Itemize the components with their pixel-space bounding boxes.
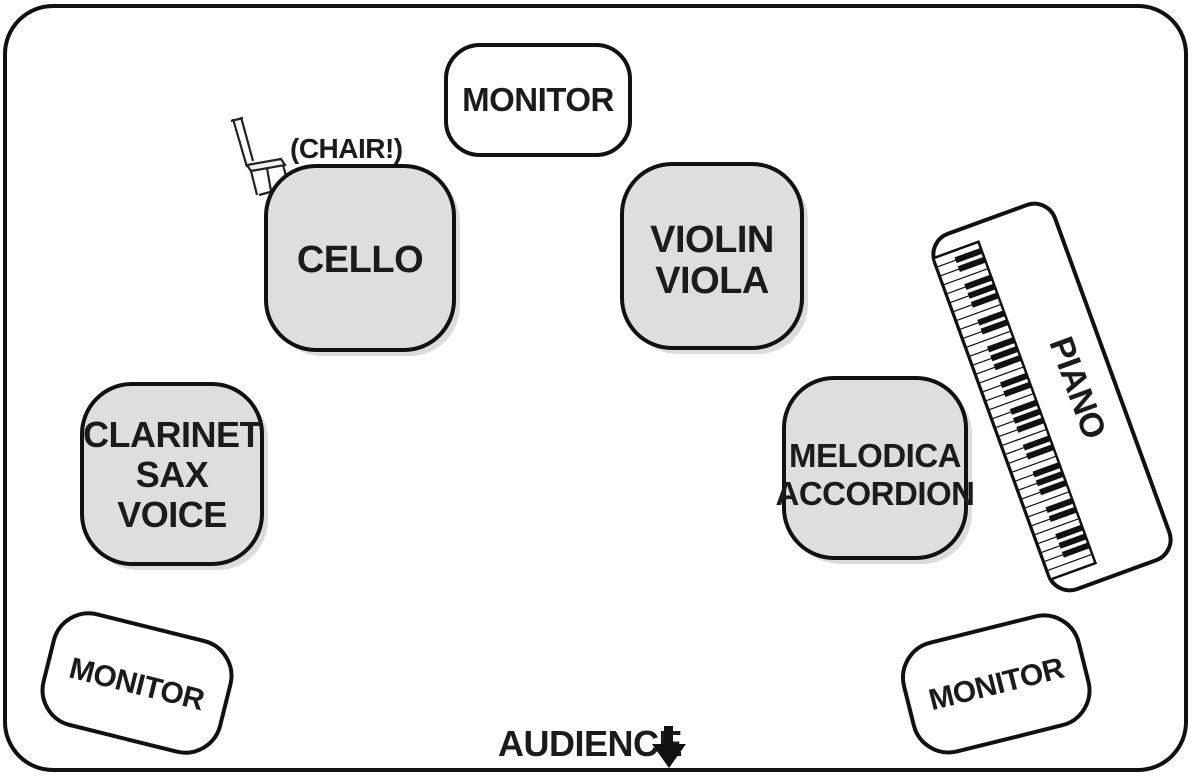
white-key-divider <box>955 303 1002 322</box>
down-arrow-icon <box>652 726 686 768</box>
piano-keyboard-icon <box>931 240 1098 582</box>
black-key <box>1016 417 1045 433</box>
black-key <box>1061 542 1090 558</box>
black-key <box>1039 479 1068 496</box>
violin-viola-position: VIOLIN VIOLA <box>620 162 808 354</box>
black-key <box>980 319 1009 335</box>
cello-position: CELLO <box>264 164 460 356</box>
black-key <box>1009 399 1039 415</box>
black-key <box>993 354 1022 371</box>
melodica-accordion-position: MELODICA ACCORDION <box>776 376 975 564</box>
black-key <box>1000 372 1029 389</box>
black-key <box>987 337 1016 353</box>
black-key <box>1013 408 1042 424</box>
white-key-divider <box>988 392 1034 411</box>
white-key-divider <box>1024 491 1070 509</box>
white-key-divider <box>1011 455 1057 474</box>
voice-label: VOICE <box>117 494 227 535</box>
white-key-divider <box>942 268 989 286</box>
monitor-top: MONITOR <box>444 43 632 157</box>
audience-label: AUDIENCE <box>498 723 682 764</box>
clarinet-label: CLARINET <box>83 414 261 455</box>
black-key <box>967 283 996 299</box>
black-key <box>970 292 1000 308</box>
black-key <box>1058 533 1087 549</box>
violin-label: VIOLIN <box>650 219 774 261</box>
cello-label: CELLO <box>297 239 423 281</box>
chair-note: (CHAIR!) <box>290 133 403 164</box>
black-key <box>964 274 993 290</box>
monitor-bottom-left: MONITOR <box>40 611 234 755</box>
black-key <box>1035 471 1064 487</box>
black-key <box>1026 444 1055 460</box>
black-key <box>1055 524 1084 540</box>
white-key-divider <box>978 366 1025 384</box>
piano-position: PIANO <box>931 201 1173 593</box>
black-key <box>1045 497 1074 514</box>
black-key <box>977 310 1006 326</box>
monitor-bottom-right: MONITOR <box>901 613 1092 755</box>
black-key <box>1048 506 1077 522</box>
clarinet-sax-voice-position: CLARINET SAX VOICE <box>80 382 268 570</box>
black-key <box>957 256 987 273</box>
audience-marker: AUDIENCE <box>498 723 686 768</box>
black-key <box>1003 381 1032 397</box>
white-key-divider <box>965 330 1012 349</box>
accordion-label: ACCORDION <box>776 475 975 512</box>
white-key-divider <box>1033 517 1080 536</box>
black-key <box>990 346 1019 362</box>
viola-label: VIOLA <box>655 260 769 302</box>
black-key <box>1022 435 1052 451</box>
black-key <box>954 247 983 264</box>
black-key <box>1032 462 1061 478</box>
sax-label: SAX <box>136 454 209 495</box>
melodica-label: MELODICA <box>789 437 961 474</box>
monitor-top-label: MONITOR <box>462 81 614 118</box>
white-key-divider <box>1001 428 1047 447</box>
white-key-divider <box>1046 553 1093 572</box>
